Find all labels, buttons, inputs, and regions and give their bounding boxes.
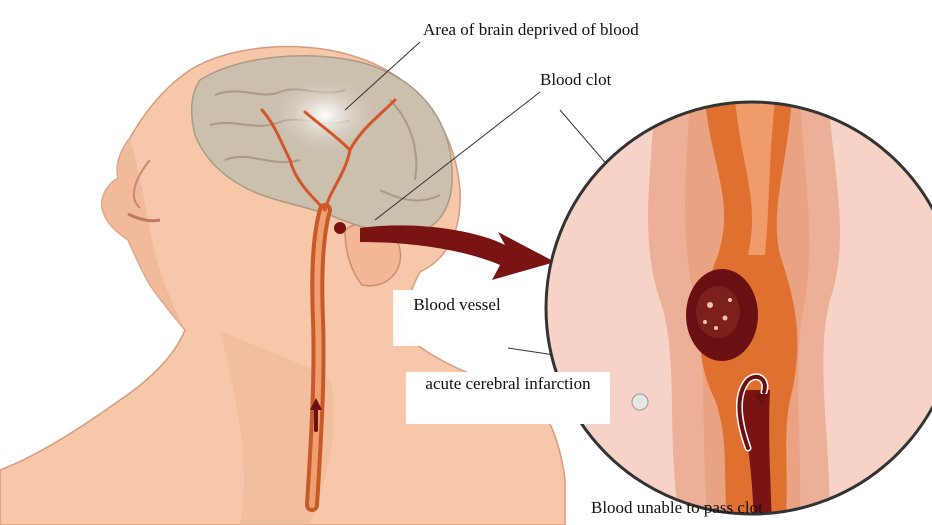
small-marker-icon bbox=[632, 394, 648, 410]
label-acute-infarction: acute cerebral infarction bbox=[406, 372, 610, 396]
deprived-area bbox=[267, 73, 383, 157]
magnified-vessel bbox=[546, 100, 932, 525]
clot-location bbox=[334, 222, 346, 234]
label-blood-vessel: Blood vessel bbox=[411, 292, 503, 317]
label-unable-to-pass: Blood unable to pass clot bbox=[591, 498, 763, 518]
blood-clot bbox=[686, 269, 758, 361]
label-area-deprived: Area of brain deprived of blood bbox=[423, 20, 639, 40]
label-blood-clot: Blood clot bbox=[540, 70, 611, 90]
